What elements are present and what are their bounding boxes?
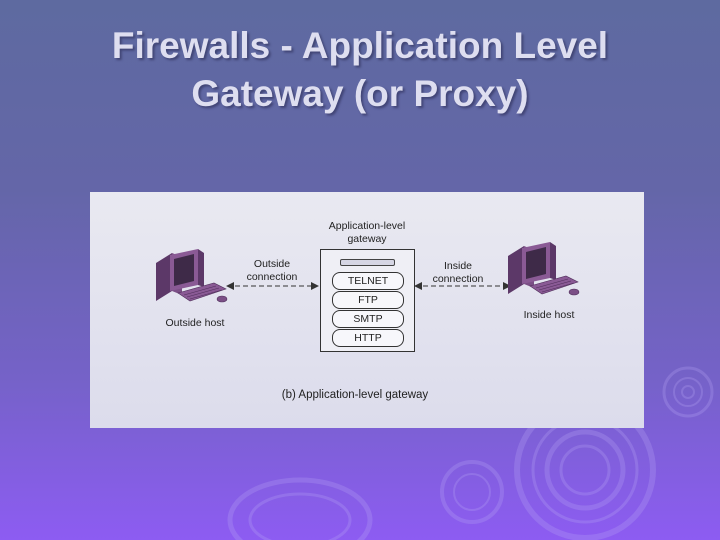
slide-title-line-1: Firewalls - Application Level [111,25,609,66]
outside-host-label: Outside host [165,317,225,329]
inside-host-label: Inside host [523,309,575,321]
slide-title: Firewalls - Application Level Gateway (o… [0,22,720,118]
outside-connection-label: Outside connection [232,258,312,284]
gateway-label-line-2: gateway [347,233,387,245]
inside-connection-label-line-2: connection [432,273,484,285]
connection-arrows [226,282,511,290]
protocol-http: HTTP [332,329,404,347]
application-gateway-box: TELNET FTP SMTP HTTP [320,249,415,352]
outside-connection-label-line-1: Outside [253,258,291,270]
inside-host-computer-icon [508,242,580,296]
diagram-panel: Application-level gateway Outside connec… [90,192,644,428]
protocol-ftp: FTP [332,291,404,309]
gateway-label-line-1: Application-level [328,220,406,232]
gateway-top-slot [340,259,395,266]
inside-connection-label-line-1: Inside [443,260,473,272]
diagram-caption: (b) Application-level gateway [281,389,429,401]
inside-connection-label: Inside connection [420,260,496,286]
protocol-telnet: TELNET [332,272,404,290]
gateway-label: Application-level gateway [316,220,418,246]
outside-connection-label-line-2: connection [246,271,298,283]
protocol-smtp: SMTP [332,310,404,328]
slide-title-line-2: Gateway (or Proxy) [191,73,529,114]
outside-host-computer-icon [156,249,228,303]
